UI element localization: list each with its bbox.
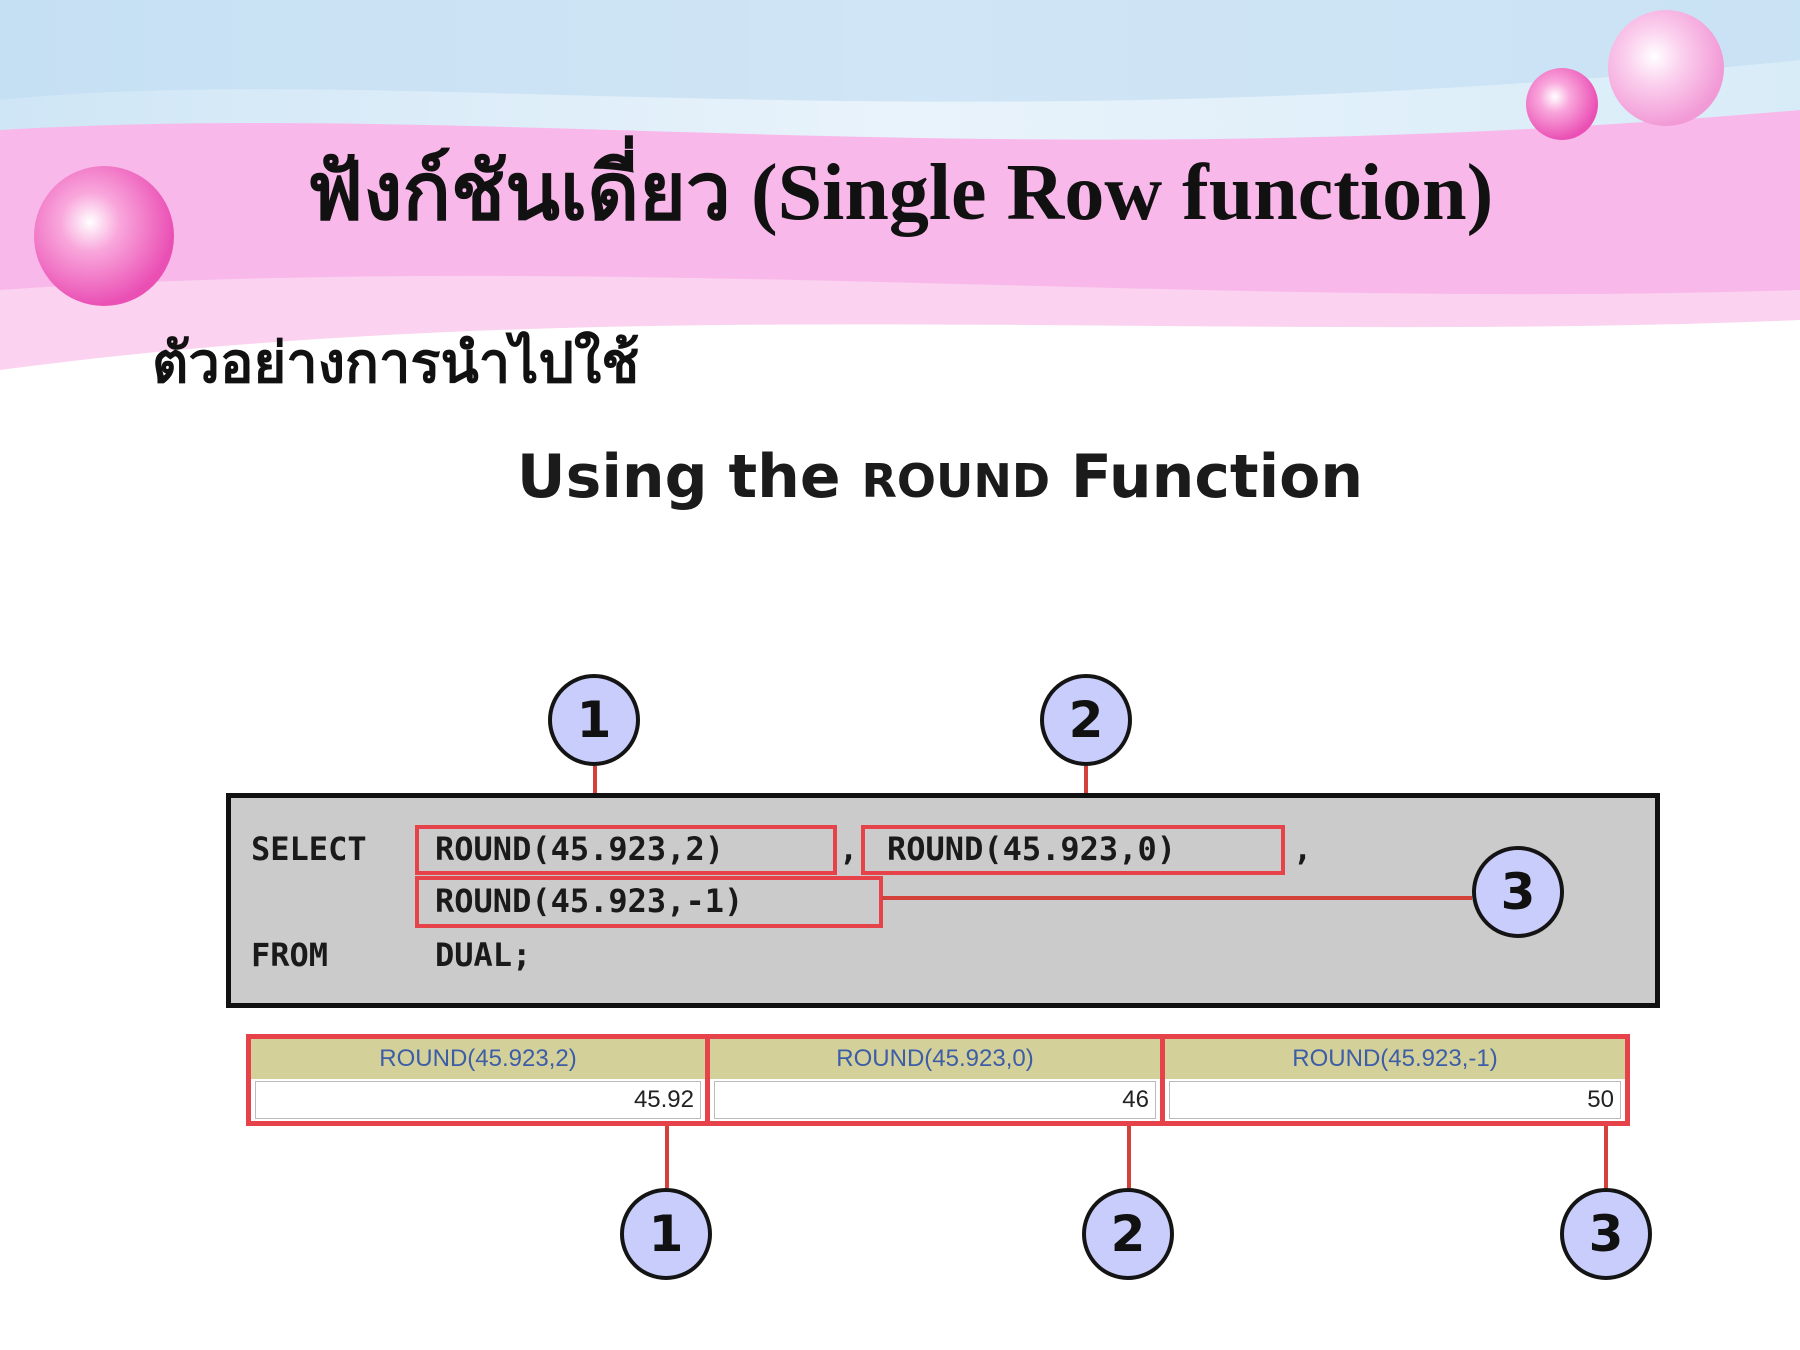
comma-2: ,	[1293, 830, 1313, 868]
result-value: 46	[714, 1081, 1156, 1119]
heading-keyword: ROUND	[861, 454, 1050, 508]
result-value: 45.92	[255, 1081, 701, 1119]
highlight-expr2	[861, 825, 1285, 875]
highlight-expr3	[415, 876, 883, 928]
from-table: DUAL;	[435, 936, 532, 974]
highlight-expr1	[415, 825, 837, 875]
column-header: ROUND(45.923,2)	[251, 1039, 705, 1079]
sql-code-block: SELECT ROUND(45.923,2) , ROUND(45.923,0)…	[226, 793, 1660, 1008]
section-heading: Using the ROUND Function	[0, 442, 1800, 512]
connector-1-bottom	[665, 1126, 669, 1188]
result-table: ROUND(45.923,2) 45.92 ROUND(45.923,0) 46…	[246, 1034, 1630, 1126]
column-header: ROUND(45.923,-1)	[1165, 1039, 1625, 1079]
expr-round-2: ROUND(45.923,2)	[435, 830, 724, 868]
result-value: 50	[1169, 1081, 1621, 1119]
connector-3-right	[882, 896, 1472, 900]
heading-suffix: Function	[1050, 442, 1364, 512]
from-keyword: FROM	[251, 936, 329, 974]
slide-subtitle: ตัวอย่างการนำไปใช้	[152, 333, 640, 395]
connector-3-bottom	[1604, 1126, 1608, 1188]
result-column: ROUND(45.923,0) 46	[705, 1039, 1160, 1121]
comma-1: ,	[839, 830, 859, 868]
heading-prefix: Using the	[516, 442, 862, 512]
callout-3-right: 3	[1472, 846, 1564, 938]
callout-2-top: 2	[1040, 674, 1132, 766]
column-header: ROUND(45.923,0)	[710, 1039, 1160, 1079]
result-column: ROUND(45.923,2) 45.92	[251, 1039, 705, 1121]
slide-title: ฟังก์ชันเดี่ยว (Single Row function)	[306, 149, 1494, 237]
callout-1-bottom: 1	[620, 1188, 712, 1280]
expr-round-neg1: ROUND(45.923,-1)	[435, 882, 744, 920]
result-column: ROUND(45.923,-1) 50	[1160, 1039, 1625, 1121]
select-keyword: SELECT	[251, 830, 367, 868]
banner-decoration	[0, 0, 1800, 370]
expr-round-0: ROUND(45.923,0)	[887, 830, 1176, 868]
callout-1-top: 1	[548, 674, 640, 766]
callout-2-bottom: 2	[1082, 1188, 1174, 1280]
connector-2-bottom	[1127, 1126, 1131, 1188]
callout-3-bottom: 3	[1560, 1188, 1652, 1280]
